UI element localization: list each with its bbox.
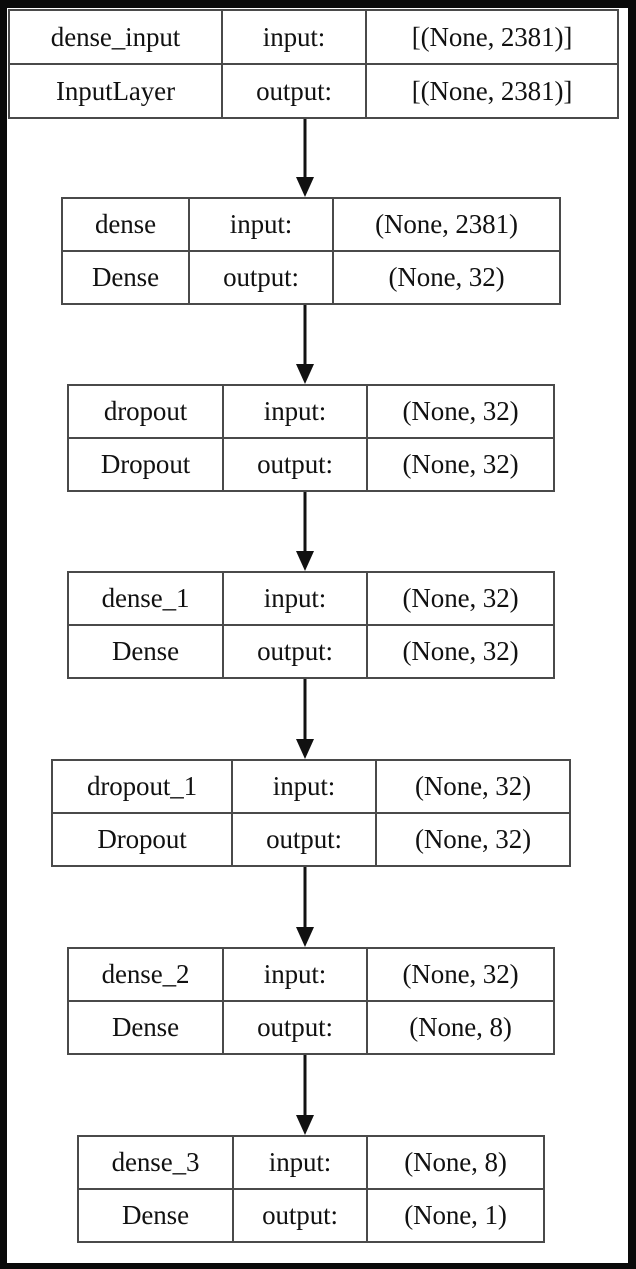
input-shape: (None, 32) xyxy=(415,771,531,801)
arrowhead-icon xyxy=(296,1115,314,1135)
output-label: output: xyxy=(224,626,368,677)
input-shape: (None, 8) xyxy=(404,1147,507,1177)
layer-name: dropout_1 xyxy=(53,761,233,812)
edge-line xyxy=(303,1055,307,1116)
layer-name: dense xyxy=(63,199,190,250)
arrowhead-icon xyxy=(296,177,314,197)
output-shape: [(None, 2381)] xyxy=(411,75,573,106)
edge-connector xyxy=(290,1055,320,1135)
output-label: output: xyxy=(190,252,334,303)
input-label: input: xyxy=(223,11,367,63)
arrowhead-icon xyxy=(296,551,314,571)
output-shape: (None, 1) xyxy=(404,1200,507,1230)
output-label: output: xyxy=(223,65,367,117)
edge-connector xyxy=(290,679,320,759)
edge-line xyxy=(303,305,307,365)
layer-class: InputLayer xyxy=(10,65,223,117)
input-label: input: xyxy=(224,949,368,1000)
layer-name: dense_1 xyxy=(69,573,224,624)
edge-connector xyxy=(290,492,320,571)
output-label: output: xyxy=(234,1190,368,1241)
layer-name: dropout xyxy=(69,386,224,437)
input-label: input: xyxy=(224,573,368,624)
output-shape: (None, 8) xyxy=(409,1012,512,1042)
edge-connector xyxy=(290,305,320,384)
input-label: input: xyxy=(233,761,377,812)
output-label: output: xyxy=(224,439,368,490)
layer-class: Dense xyxy=(63,252,190,303)
arrowhead-icon xyxy=(296,927,314,947)
layer-class: Dense xyxy=(69,626,224,677)
output-shape: (None, 32) xyxy=(402,636,519,666)
input-shape: (None, 2381) xyxy=(375,209,518,239)
input-label: input: xyxy=(224,386,368,437)
arrowhead-icon xyxy=(296,364,314,384)
layer-class: Dense xyxy=(69,1002,224,1053)
input-shape: (None, 32) xyxy=(402,583,519,613)
layer-name: dense_2 xyxy=(69,949,224,1000)
edge-connector xyxy=(290,867,320,947)
input-shape: [(None, 2381)] xyxy=(411,21,573,52)
edge-line xyxy=(303,679,307,740)
output-shape: (None, 32) xyxy=(402,449,519,479)
edge-line xyxy=(303,867,307,928)
layer-name: dense_input xyxy=(10,11,223,63)
arrowhead-icon xyxy=(296,739,314,759)
output-shape: (None, 32) xyxy=(415,824,531,854)
layer-class: Dense xyxy=(79,1190,234,1241)
input-shape: (None, 32) xyxy=(402,396,519,426)
edge-line xyxy=(303,119,307,178)
edge-line xyxy=(303,492,307,552)
layer-name: dense_3 xyxy=(79,1137,234,1188)
edge-connector xyxy=(290,119,320,197)
input-label: input: xyxy=(234,1137,368,1188)
input-label: input: xyxy=(190,199,334,250)
layer-class: Dropout xyxy=(69,439,224,490)
input-shape: (None, 32) xyxy=(402,959,519,989)
output-shape: (None, 32) xyxy=(388,262,505,292)
output-label: output: xyxy=(233,814,377,865)
output-label: output: xyxy=(224,1002,368,1053)
layer-class: Dropout xyxy=(53,814,233,865)
